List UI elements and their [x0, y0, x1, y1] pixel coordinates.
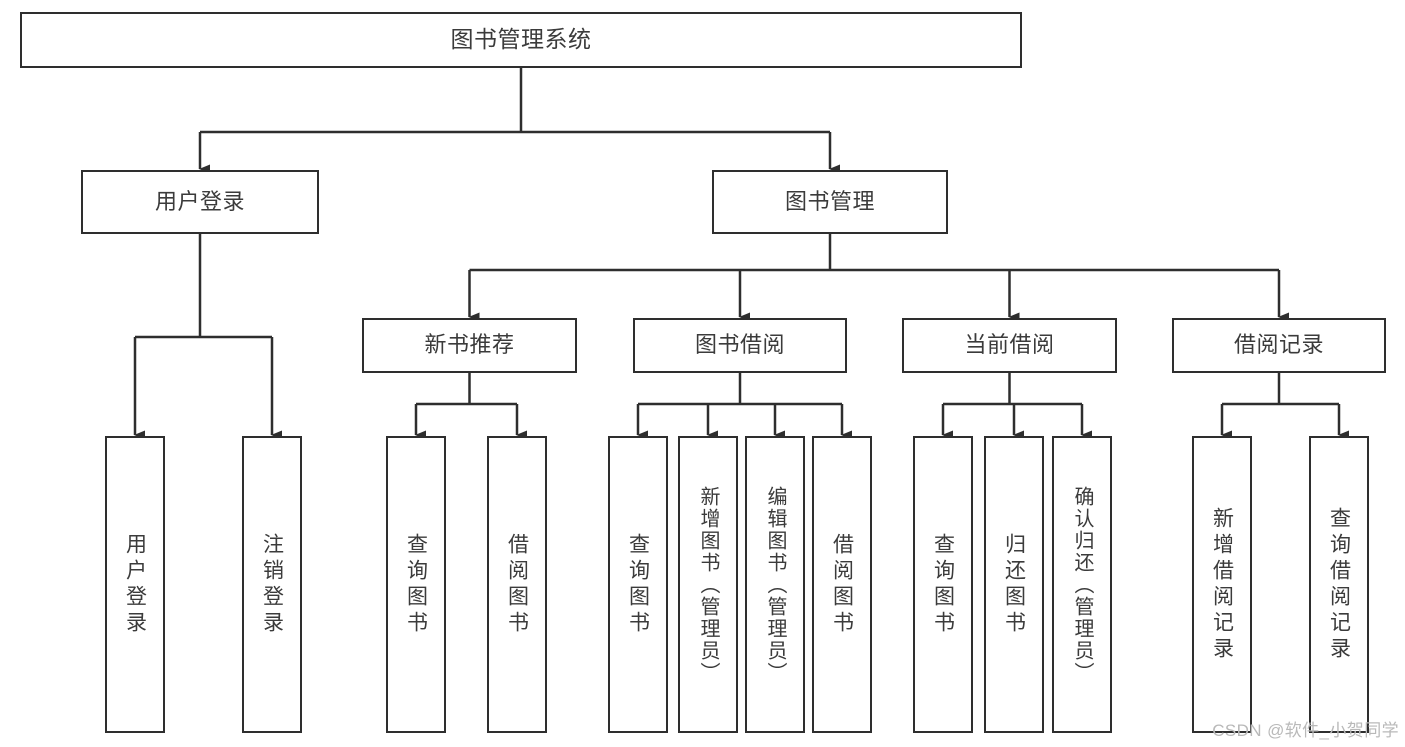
node-label: 图书管理系统 — [450, 26, 592, 53]
node-leaf-add-book[interactable]: 新增图书（管理员） — [678, 436, 738, 733]
node-label: 查询借阅记录 — [1327, 506, 1351, 663]
node-current-borrow[interactable]: 当前借阅 — [902, 318, 1117, 373]
node-label: 确认归还（管理员） — [1071, 485, 1093, 684]
csdn-watermark: CSDN @软件_小贺同学 — [1212, 721, 1399, 740]
node-label: 查询图书 — [626, 532, 650, 637]
node-leaf-return[interactable]: 归还图书 — [984, 436, 1044, 733]
node-label: 查询图书 — [931, 532, 955, 637]
node-label: 图书借阅 — [694, 332, 785, 358]
node-label: 用户登录 — [154, 188, 245, 214]
node-label: 查询图书 — [404, 532, 428, 637]
node-label: 编辑图书（管理员） — [764, 485, 786, 684]
node-leaf-query-2[interactable]: 查询图书 — [608, 436, 668, 733]
node-label: 新增借阅记录 — [1210, 506, 1234, 663]
node-label: 用户登录 — [123, 532, 147, 637]
node-leaf-query-3[interactable]: 查询图书 — [913, 436, 973, 733]
node-leaf-logout[interactable]: 注销登录 — [242, 436, 302, 733]
node-label: 借阅图书 — [505, 532, 529, 637]
node-borrow-record[interactable]: 借阅记录 — [1172, 318, 1386, 373]
node-leaf-borrow-2[interactable]: 借阅图书 — [812, 436, 872, 733]
node-label: 注销登录 — [260, 532, 284, 637]
node-leaf-query-rec[interactable]: 查询借阅记录 — [1309, 436, 1369, 733]
node-leaf-add-rec[interactable]: 新增借阅记录 — [1192, 436, 1252, 733]
node-book-borrow[interactable]: 图书借阅 — [633, 318, 847, 373]
node-label: 当前借阅 — [964, 332, 1055, 358]
node-leaf-user-login[interactable]: 用户登录 — [105, 436, 165, 733]
node-label: 新增图书（管理员） — [697, 485, 719, 684]
node-leaf-confirm[interactable]: 确认归还（管理员） — [1052, 436, 1112, 733]
node-user-login[interactable]: 用户登录 — [81, 170, 319, 234]
node-leaf-borrow-1[interactable]: 借阅图书 — [487, 436, 547, 733]
node-leaf-edit-book[interactable]: 编辑图书（管理员） — [745, 436, 805, 733]
node-label: 图书管理 — [784, 188, 875, 214]
node-leaf-query-1[interactable]: 查询图书 — [386, 436, 446, 733]
node-label: 新书推荐 — [424, 332, 515, 358]
node-book-manage[interactable]: 图书管理 — [712, 170, 948, 234]
node-root[interactable]: 图书管理系统 — [20, 12, 1022, 68]
node-label: 归还图书 — [1002, 532, 1026, 637]
node-new-book-rec[interactable]: 新书推荐 — [362, 318, 577, 373]
node-label: 借阅记录 — [1233, 332, 1324, 358]
node-label: 借阅图书 — [830, 532, 854, 637]
